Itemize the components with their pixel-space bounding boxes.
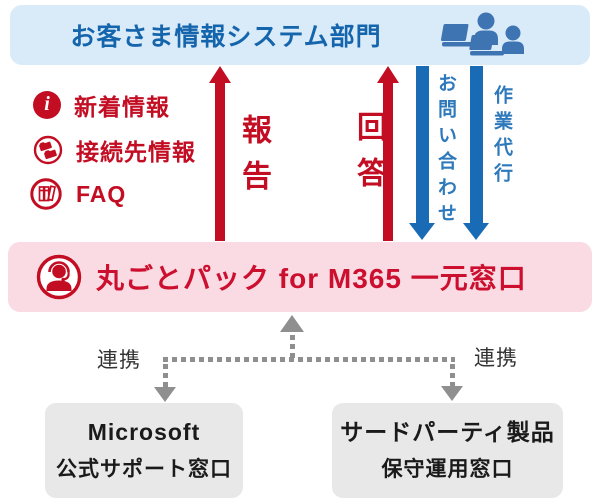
thirdparty-support-line1: サードパーティ製品 <box>340 419 555 445</box>
people-with-laptops-icon <box>440 12 524 56</box>
hub-title: 丸ごとパック for M365 一元窓口 <box>96 263 527 294</box>
answer-arrow <box>383 81 393 241</box>
customer-department-label: お客さま情報システム部門 <box>70 23 382 51</box>
work-proxy-arrow-head <box>463 223 489 240</box>
microsoft-support-line2: 公式サポート窓口 <box>56 458 232 481</box>
thirdparty-support-box: サードパーティ製品 保守運用窓口 <box>332 403 563 498</box>
link-left-arrow-head <box>154 387 176 402</box>
microsoft-support-line1: Microsoft <box>87 419 201 445</box>
report-arrow <box>215 81 225 241</box>
work-proxy-arrow <box>470 66 483 224</box>
folders-circle-icon <box>33 135 63 165</box>
operator-headset-icon <box>36 254 82 300</box>
inquiry-arrow <box>416 66 429 224</box>
info-item-news-label: 新着情報 <box>74 94 170 120</box>
link-right-arrow-head <box>441 386 463 401</box>
report-label: 報告 <box>237 114 270 206</box>
link-left-vertical-line <box>163 364 168 387</box>
work-proxy-label: 作業代行 <box>491 85 512 189</box>
answer-arrow-head <box>377 66 399 83</box>
info-item-connections-label: 接続先情報 <box>76 139 196 165</box>
inquiry-label: お問い合わせ <box>435 73 456 229</box>
info-item-faq-label: FAQ <box>76 180 127 207</box>
info-item-connections: 接続先情報 <box>33 133 196 167</box>
info-item-news: i 新着情報 <box>33 88 170 122</box>
answer-label: 回答 <box>352 111 385 203</box>
thirdparty-support-line2: 保守運用窓口 <box>381 458 514 481</box>
customer-department-banner: お客さま情報システム部門 <box>10 5 590 65</box>
link-horizontal-line <box>163 357 455 362</box>
link-right-vertical-line <box>450 364 455 386</box>
link-right-label: 連携 <box>474 347 518 370</box>
link-left-label: 連携 <box>97 349 141 372</box>
microsoft-support-box: Microsoft 公式サポート窓口 <box>45 403 243 498</box>
info-circle-icon: i <box>33 91 61 119</box>
report-arrow-head <box>209 66 231 83</box>
hub-up-connector-line <box>290 335 295 359</box>
hub-banner: 丸ごとパック for M365 一元窓口 <box>8 242 592 312</box>
books-circle-icon <box>30 178 62 210</box>
info-item-faq: FAQ <box>29 177 126 211</box>
hub-up-connector-arrow-head <box>280 315 304 332</box>
inquiry-arrow-head <box>409 223 435 240</box>
